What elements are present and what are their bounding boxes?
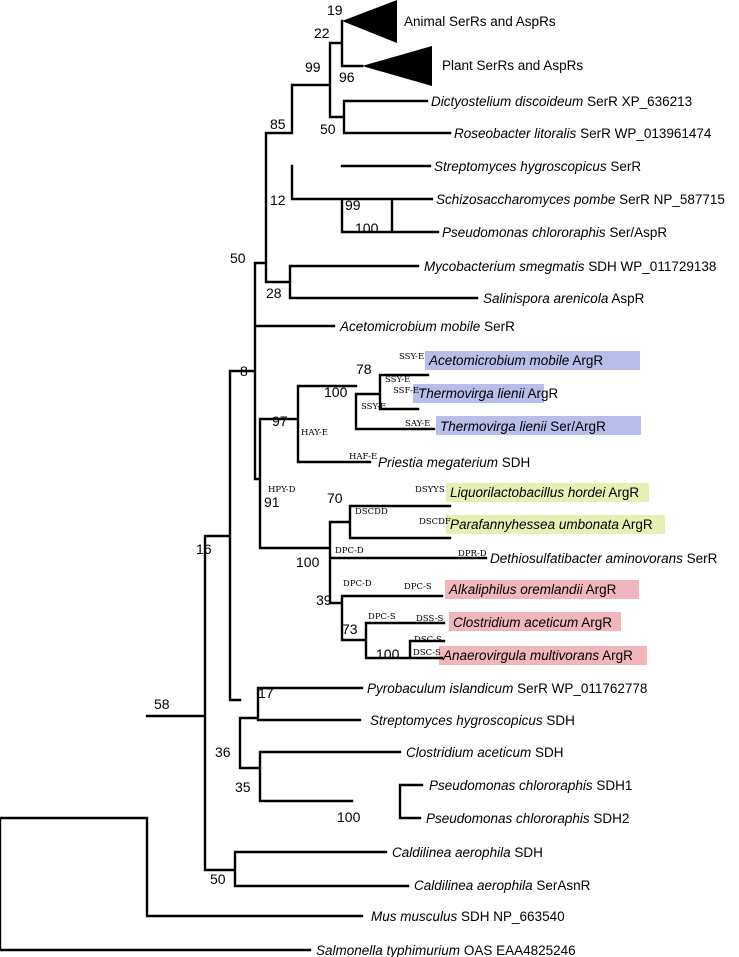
bootstrap-values: 19 22 96 99 50 85 99 100 12 28 50 8 78 1… — [154, 2, 400, 887]
tip-schizosaccharomyces: Schizosaccharomyces pombe SerR NP_587715 — [436, 192, 725, 207]
motif-label: HAY-E — [301, 428, 328, 438]
collapsed-clade-plant-triangle — [362, 46, 432, 86]
tip-alkaliphilus: Alkaliphilus oremlandii ArgR — [448, 582, 617, 597]
tip-parafannyhessea: Parafannyhessea umbonata ArgR — [450, 517, 653, 532]
tip-caldilinea-serasnr: Caldilinea aerophila SerAsnR — [414, 878, 591, 893]
tip-clostridium-argr: Clostridium aceticum ArgR — [453, 615, 612, 630]
bootstrap-label: 36 — [215, 744, 231, 760]
bootstrap-label: 85 — [270, 116, 286, 132]
tip-labels: Animal SerRs and AspRs Plant SerRs and A… — [316, 14, 725, 957]
motif-label: DSC-S — [414, 635, 442, 645]
motif-label: SAY-E — [405, 419, 430, 429]
bootstrap-label: 100 — [355, 220, 379, 236]
bootstrap-label: 50 — [320, 121, 336, 137]
bootstrap-label: 12 — [270, 192, 286, 208]
tip-mus-musculus: Mus musculus SDH NP_663540 — [371, 909, 565, 924]
tree-branches — [0, 19, 488, 952]
bootstrap-label: 28 — [266, 285, 282, 301]
highlight-clostridium-argr — [449, 612, 621, 631]
tip-plant: Plant SerRs and AspRs — [442, 58, 583, 73]
bootstrap-label: 91 — [264, 494, 280, 510]
bootstrap-label: 35 — [235, 779, 251, 795]
highlight-anaerovirgula-argr — [439, 646, 647, 665]
motif-label: DSYYS — [415, 485, 445, 495]
argr-highlights — [413, 351, 665, 665]
bootstrap-label: 99 — [305, 59, 321, 75]
tip-animal: Animal SerRs and AspRs — [404, 14, 556, 29]
bootstrap-label: 97 — [272, 413, 288, 429]
motif-label: SSY-E — [399, 352, 424, 362]
tip-thermovirga-argr: Thermovirga lienii ArgR — [418, 386, 559, 401]
tip-anaerovirgula: Anaerovirgula multivorans ArgR — [442, 648, 633, 663]
highlight-acetomicrobium-argr — [425, 351, 640, 370]
motif-label: DSC-S — [413, 648, 441, 658]
tip-mycobacterium: Mycobacterium smegmatis SDH WP_011729138 — [424, 259, 716, 274]
tip-pseudomonas-serasp: Pseudomonas chlororaphis Ser/AspR — [442, 225, 667, 240]
bootstrap-label: 50 — [210, 871, 226, 887]
tip-pseudomonas-sdh1: Pseudomonas chlororaphis SDH1 — [429, 778, 632, 793]
motif-label: DPR-D — [458, 549, 487, 559]
bootstrap-label: 58 — [154, 696, 170, 712]
motif-label: DPC-D — [343, 579, 372, 589]
bootstrap-label: 16 — [196, 541, 212, 557]
motif-label: HAF-E — [349, 452, 377, 462]
bootstrap-label: 73 — [342, 621, 358, 637]
bootstrap-label: 78 — [356, 361, 372, 377]
tip-salmonella: Salmonella typhimurium OAS EAA4825246 — [316, 943, 576, 957]
tip-pseudomonas-sdh2: Pseudomonas chlororaphis SDH2 — [426, 811, 629, 826]
motif-label: DSCDF — [419, 517, 451, 527]
motif-label: SSF-E — [393, 386, 419, 396]
tip-streptomyces-sdh: Streptomyces hygroscopicus SDH — [370, 713, 575, 728]
bootstrap-label: 99 — [345, 197, 361, 213]
highlight-alkaliphilus-argr — [445, 580, 639, 599]
bootstrap-label: 96 — [339, 69, 355, 85]
motif-label: SSY-E — [385, 375, 410, 385]
highlight-thermovirga-serargr — [436, 416, 641, 435]
tip-dictyostelium: Dictyostelium discoideum SerR XP_636213 — [431, 94, 692, 109]
bootstrap-label: 70 — [327, 490, 343, 506]
motif-label: DSS-S — [416, 614, 443, 624]
motif-label: DPC-D — [335, 546, 364, 556]
tip-acetomicrobium-argr: Acetomicrobium mobile ArgR — [428, 353, 603, 368]
bootstrap-label: 17 — [258, 685, 274, 701]
bootstrap-label: 100 — [376, 646, 400, 662]
bootstrap-label: 39 — [316, 592, 332, 608]
tip-liquorilactobacillus: Liquorilactobacillus hordei ArgR — [450, 485, 639, 500]
motif-label: SSY-E — [361, 402, 386, 412]
bootstrap-label: 8 — [240, 363, 248, 379]
highlight-parafannyhessea-argr — [446, 515, 665, 534]
tip-acetomicrobium-serr: Acetomicrobium mobile SerR — [339, 319, 515, 334]
tip-priestia: Priestia megaterium SDH — [378, 455, 530, 470]
tip-clostridium-sdh: Clostridium aceticum SDH — [406, 745, 564, 760]
motif-label: DPC-S — [368, 612, 396, 622]
bootstrap-label: 100 — [324, 384, 348, 400]
tip-roseobacter: Roseobacter litoralis SerR WP_013961474 — [454, 126, 712, 141]
collapsed-clade-animal-triangle — [342, 0, 397, 43]
tip-thermovirga-serargr: Thermovirga lienii Ser/ArgR — [440, 419, 606, 434]
highlight-thermovirga-argr — [413, 384, 544, 403]
motif-annotations: SSY-E SSY-E SSF-E SSY-E SAY-E HAY-E HAF-… — [268, 352, 487, 658]
motif-label: DSCDD — [355, 507, 388, 517]
bootstrap-label: 100 — [296, 554, 320, 570]
tip-dethiosulfatibacter: Dethiosulfatibacter aminovorans SerR — [490, 551, 718, 566]
bootstrap-label: 19 — [327, 2, 343, 18]
bootstrap-label: 22 — [314, 25, 330, 41]
tip-salinispora: Salinispora arenicola AspR — [483, 291, 645, 306]
highlight-liquorilactobacillus-argr — [446, 483, 649, 502]
motif-label: HPY-D — [268, 485, 296, 495]
motif-label: DPC-S — [404, 582, 432, 592]
tip-caldilinea-sdh: Caldilinea aerophila SDH — [392, 845, 543, 860]
bootstrap-label: 100 — [337, 809, 361, 825]
tip-pyrobaculum: Pyrobaculum islandicum SerR WP_011762778 — [367, 681, 647, 696]
bootstrap-label: 50 — [230, 250, 246, 266]
tip-streptomyces-serr: Streptomyces hygroscopicus SerR — [434, 159, 641, 174]
